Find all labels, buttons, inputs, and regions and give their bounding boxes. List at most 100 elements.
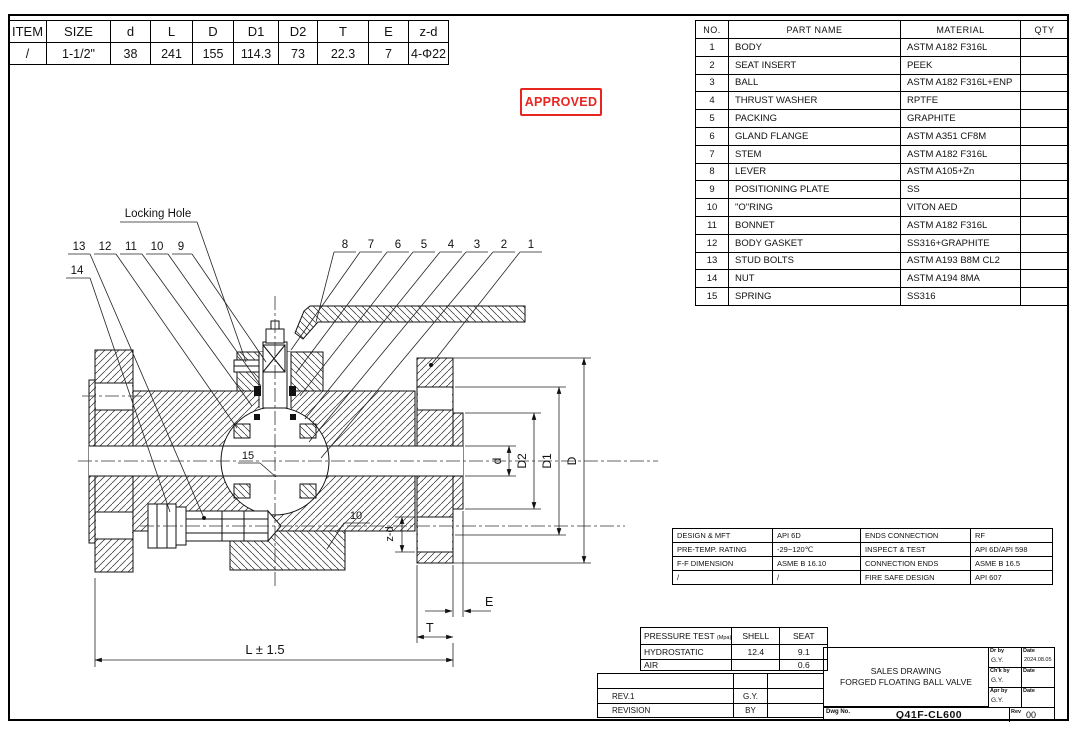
test-name: HYDROSTATIC [639, 644, 733, 660]
dim-E: E [485, 595, 493, 609]
callout-15-inner: 15 [242, 450, 254, 462]
drawn-date-cell: Date 2024.08.05 [1022, 648, 1055, 668]
part-name: SEAT INSERT [728, 55, 901, 75]
part-no: 6 [695, 126, 729, 146]
part-name: "O"RING [728, 198, 901, 217]
part-qty [1020, 109, 1069, 128]
title-line-1: SALES DRAWING [870, 666, 942, 676]
rev-divider [1009, 708, 1010, 722]
part-name: PACKING [728, 109, 901, 128]
drawn-by-label: Dr by [990, 648, 1005, 654]
dim-T: T [426, 621, 434, 635]
dim-zd: z-d [384, 526, 396, 541]
pressure-test-label: PRESSURE TEST (Mpa) [639, 627, 733, 645]
part-name: POSITIONING PLATE [728, 180, 901, 200]
revision-cell [767, 673, 824, 689]
callout-11: 11 [125, 241, 137, 253]
col-header: NO. [695, 20, 729, 39]
spec-key: ENDS CONNECTION [860, 528, 971, 543]
revision-table: REV.1 G.Y. REVISION BY [597, 673, 824, 718]
spec-key: CONNECTION ENDS [860, 556, 971, 571]
lever-handle [294, 305, 526, 340]
part-material: ASTM A182 F316L [900, 215, 1021, 235]
sheet-frame [8, 14, 1069, 721]
part-material: ASTM A194 8MA [900, 269, 1021, 289]
spec-value: / [772, 570, 861, 585]
approved-date-cell: Date [1022, 688, 1055, 707]
cell: 4-Φ22 [408, 42, 449, 65]
part-qty [1020, 55, 1069, 75]
callout-7: 7 [368, 239, 374, 251]
callout-leaders [66, 221, 542, 550]
part-qty [1020, 251, 1069, 271]
col-header: z-d [408, 20, 449, 43]
col-header: ITEM [8, 20, 47, 43]
part-qty [1020, 269, 1069, 289]
approved-by-value: G.Y. [991, 697, 1004, 704]
col-header: E [368, 20, 409, 43]
approved-by-label: Apr by [990, 688, 1008, 694]
dimension-table-header: ITEM SIZE d L D D1 D2 T E z-d [8, 20, 449, 43]
seat-value: 0.6 [779, 659, 829, 671]
part-no: 9 [695, 180, 729, 200]
part-material: SS [900, 180, 1021, 200]
revision-cell: REV.1 [597, 688, 734, 704]
callout-3: 3 [474, 239, 480, 251]
col-header: SIZE [46, 20, 111, 43]
col-header: QTY [1020, 20, 1069, 39]
spec-value: API 607 [970, 570, 1053, 585]
part-name: NUT [728, 269, 901, 289]
part-name: BODY [728, 38, 901, 57]
pressure-header-row: PRESSURE TEST (Mpa) SHELL SEAT [639, 627, 829, 645]
revision-cell [733, 673, 768, 689]
seat-ring [299, 423, 317, 439]
part-material: ASTM A182 F316L [900, 38, 1021, 57]
spec-value: -29~120℃ [772, 542, 861, 557]
callout-2: 2 [501, 239, 507, 251]
callout-13: 13 [73, 241, 86, 253]
dim-D1: D1 [540, 453, 554, 469]
dimensions [94, 357, 591, 667]
cell: 73 [278, 42, 318, 65]
part-no: 8 [695, 162, 729, 182]
dim-L: L ± 1.5 [245, 642, 284, 657]
part-qty [1020, 180, 1069, 200]
cell: 22.3 [317, 42, 369, 65]
dim-d: d [490, 458, 504, 465]
drawing-number-row: Dwg No. Q41F-CL600 Rev 00 [824, 707, 1054, 722]
shell-value [731, 659, 781, 671]
cell: 1-1/2" [46, 42, 111, 65]
drawn-by-value: G.Y. [991, 657, 1004, 664]
part-no: 5 [695, 109, 729, 128]
shell-value: 12.4 [731, 644, 781, 660]
parts-table-header: NO. PART NAME MATERIAL QTY [695, 20, 1069, 39]
revision-cell [597, 673, 734, 689]
revision-cell: G.Y. [733, 688, 768, 704]
spec-key: F-F DIMENSION [672, 556, 773, 571]
date-label: Date [1023, 668, 1035, 674]
part-material: VITON AED [900, 198, 1021, 217]
part-material: PEEK [900, 55, 1021, 75]
rev-value: 00 [1026, 710, 1037, 720]
spec-value: ASME B 16.5 [970, 556, 1053, 571]
part-no: 3 [695, 73, 729, 93]
part-name: BONNET [728, 215, 901, 235]
pressure-row: HYDROSTATIC 12.4 9.1 [639, 644, 829, 660]
locking-hole-label: Locking Hole [125, 208, 191, 220]
dimension-labels: d D2 D1 D z-d E T L ± 1.5 [245, 453, 579, 657]
